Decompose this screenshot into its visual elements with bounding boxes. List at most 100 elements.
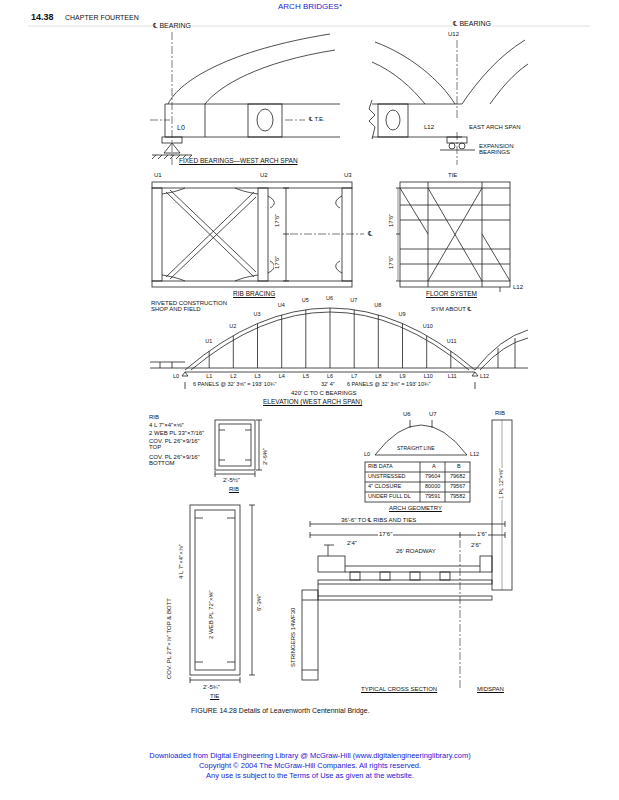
arch-elevation-line bbox=[233, 336, 234, 368]
panel-point: U2 bbox=[228, 324, 237, 330]
arch-elevation-line bbox=[185, 308, 475, 370]
dimension: 17'6" bbox=[388, 213, 394, 228]
running-title: ARCH BRIDGES* bbox=[277, 3, 343, 11]
note: SYM ABOUT ℄ bbox=[430, 306, 472, 312]
plate-callout: 2 WEB PL 33"×7/16" bbox=[148, 430, 205, 436]
floor-system-plan-line bbox=[482, 234, 510, 281]
rib-bracing-plan-line bbox=[152, 188, 162, 281]
member-label: TIE bbox=[447, 172, 458, 178]
typical-cross-section-line bbox=[302, 590, 318, 680]
panel-point: U8 bbox=[373, 303, 382, 309]
fixed-bearing-detail-line bbox=[162, 137, 182, 143]
centerline-label: ℄ bbox=[367, 230, 374, 237]
panel-point: U7 bbox=[349, 298, 358, 304]
tie-section bbox=[190, 505, 255, 683]
typical-cross-section-line bbox=[318, 580, 492, 584]
panel-point: L7 bbox=[350, 374, 358, 380]
arch-elevation-line bbox=[330, 308, 331, 368]
view-title: FIXED BEARINGS—WEST ARCH SPAN bbox=[178, 158, 299, 165]
panel-point: L0 bbox=[176, 124, 186, 131]
arch-elevation-line bbox=[209, 351, 210, 368]
panel-point: L12 bbox=[479, 374, 490, 380]
plate-callout: COV. PL 26"×9/16" TOP bbox=[148, 438, 212, 451]
panel-point: U2 bbox=[259, 172, 269, 178]
arch-elevation-line bbox=[172, 362, 173, 368]
rib-section-line bbox=[219, 424, 251, 466]
panel-point: L3 bbox=[254, 374, 262, 380]
table-cell: A bbox=[431, 464, 437, 470]
view-title: ARCH GEOMETRY bbox=[388, 505, 443, 511]
floor-system-plan-line bbox=[400, 220, 510, 221]
table-cell: RIB DATA bbox=[367, 464, 394, 470]
rib-bracing-plan-line bbox=[166, 192, 254, 277]
panel-point: L11 bbox=[447, 374, 458, 380]
tie-section-line bbox=[190, 677, 240, 683]
floor-system-plan-line bbox=[500, 287, 501, 292]
arch-geometry-line bbox=[375, 425, 467, 455]
panel-point: L8 bbox=[374, 374, 382, 380]
typical-cross-section-line bbox=[328, 545, 329, 556]
fixed-bearing-detail-line bbox=[150, 120, 170, 121]
table-cell: 79582 bbox=[449, 494, 466, 500]
dimension: 2'6" bbox=[470, 542, 482, 548]
panel-point: U3 bbox=[343, 172, 353, 178]
panel-point: U11 bbox=[446, 339, 458, 345]
member-label: STRINGERS 14WF30 bbox=[290, 607, 296, 668]
centerline-label: ℄ BEARING bbox=[152, 22, 192, 29]
arch-geometry-line bbox=[375, 455, 467, 456]
view-title: TYPICAL CROSS SECTION bbox=[360, 686, 438, 692]
rib-bracing-plan bbox=[152, 182, 364, 287]
fixed-bearing-detail-line bbox=[168, 34, 330, 104]
dimension: 6'-3⅝" bbox=[256, 593, 262, 612]
note: STRAIGHT LINE bbox=[396, 446, 436, 451]
arch-elevation-line bbox=[185, 382, 186, 389]
rib-bracing-plan-line bbox=[342, 188, 352, 281]
panel-point: L12 bbox=[469, 452, 480, 458]
view-title: RIB BRACING bbox=[232, 291, 276, 298]
floor-system-plan-line bbox=[400, 188, 428, 234]
table-cell: UNSTRESSED bbox=[367, 474, 407, 480]
panel-point: L1 bbox=[205, 374, 213, 380]
fixed-bearing-detail bbox=[150, 32, 340, 165]
expansion-bearing-detail-line bbox=[375, 42, 455, 104]
expansion-bearing-detail-line bbox=[462, 40, 525, 104]
dimension: 6 PANELS @ 32' 3⅝" = 193' 10¾" bbox=[192, 382, 278, 388]
arch-geometry-line bbox=[365, 492, 470, 493]
panel-point: U3 bbox=[253, 312, 262, 318]
plate-callout: 1 PL 12"×⅝" bbox=[499, 468, 505, 500]
typical-cross-section-line bbox=[302, 600, 318, 601]
expansion-bearing-detail-line bbox=[372, 104, 462, 137]
header-rule-line bbox=[28, 26, 590, 27]
typical-cross-section-line bbox=[310, 532, 505, 538]
page-number: 14.38 bbox=[30, 13, 55, 22]
expansion-bearing-detail-line bbox=[490, 64, 528, 104]
arch-geometry-line bbox=[410, 420, 411, 428]
table-cell: 79591 bbox=[424, 494, 441, 500]
panel-point: U10 bbox=[422, 324, 434, 330]
expansion-bearing-detail-line bbox=[372, 62, 425, 104]
arch-elevation-line bbox=[150, 362, 185, 363]
view-title: EXPANSION BEARINGS bbox=[478, 143, 528, 156]
arch-elevation-line bbox=[182, 372, 188, 376]
dimension: 17'6" bbox=[274, 255, 280, 270]
floor-system-plan bbox=[396, 182, 510, 292]
arch-elevation-line bbox=[281, 315, 282, 368]
tie-section-line bbox=[190, 505, 240, 675]
arch-elevation-line bbox=[475, 330, 528, 370]
arch-geometry-line bbox=[365, 482, 470, 483]
arch-elevation-line bbox=[354, 310, 355, 368]
arch-elevation bbox=[150, 308, 528, 389]
member-label: RIB bbox=[148, 414, 160, 420]
panel-point: U6 bbox=[325, 296, 334, 302]
dimension: 1'6" bbox=[476, 531, 488, 537]
floor-system-plan-line bbox=[400, 205, 510, 206]
rib-section bbox=[215, 420, 262, 477]
tie-section-line bbox=[252, 505, 253, 675]
footer-note: Downloaded from Digital Engineering Libr… bbox=[148, 752, 471, 760]
fixed-bearing-detail-line bbox=[285, 120, 305, 121]
dimension: 2'4" bbox=[346, 540, 358, 546]
arch-elevation-line bbox=[480, 338, 528, 370]
note: RIVETED CONSTRUCTION SHOP AND FIELD bbox=[150, 300, 244, 313]
typical-cross-section-line bbox=[492, 420, 512, 590]
